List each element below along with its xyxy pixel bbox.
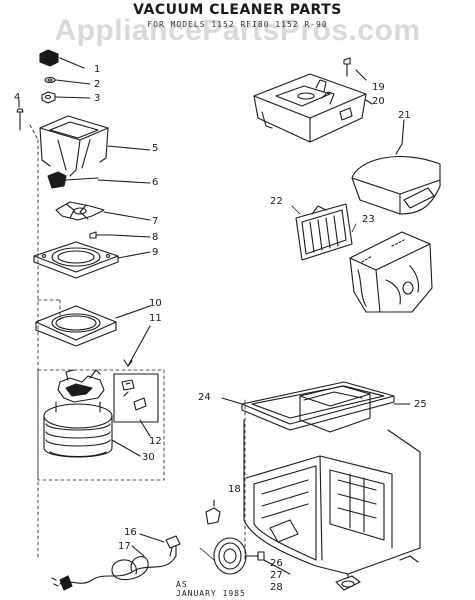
part-wheel bbox=[213, 537, 291, 575]
callout-4: 4 bbox=[14, 92, 21, 103]
part-plug bbox=[139, 533, 181, 557]
callout-16: 16 bbox=[124, 527, 137, 538]
callout-10: 10 bbox=[149, 298, 162, 309]
callout-30: 30 bbox=[142, 452, 155, 463]
callout-19: 19 bbox=[372, 82, 385, 93]
diagram-subtitle: FOR MODELS 1152 RFI80 1152 R-90 bbox=[147, 20, 328, 29]
part-body-gasket bbox=[221, 381, 411, 433]
part-fan-hub bbox=[47, 171, 151, 189]
part-cover bbox=[351, 119, 441, 215]
part-screw bbox=[89, 231, 151, 239]
watermark: AppliancePartsPros.com bbox=[54, 14, 421, 47]
part-cap bbox=[39, 49, 85, 69]
callout-28: 28 bbox=[270, 582, 283, 593]
part-caster bbox=[335, 573, 361, 591]
callout-27: 27 bbox=[270, 570, 283, 581]
footer-code: AS bbox=[176, 580, 188, 589]
callout-3: 3 bbox=[94, 93, 101, 104]
callout-21: 21 bbox=[398, 110, 411, 121]
callout-22: 22 bbox=[270, 196, 283, 207]
callout-20: 20 bbox=[372, 96, 385, 107]
part-nut bbox=[41, 91, 91, 104]
callout-2: 2 bbox=[94, 79, 101, 90]
callout-17: 17 bbox=[118, 541, 131, 552]
part-motor-group-box bbox=[37, 325, 165, 481]
callout-leader-lines bbox=[199, 205, 357, 561]
part-filter-panel bbox=[295, 203, 353, 261]
callout-8: 8 bbox=[152, 232, 159, 243]
part-top-screw bbox=[343, 57, 367, 81]
callout-5: 5 bbox=[152, 143, 159, 154]
part-bolt bbox=[16, 99, 24, 131]
callout-25: 25 bbox=[414, 399, 427, 410]
part-motor-bracket bbox=[39, 115, 151, 177]
diagram-title: VACUUM CLEANER PARTS bbox=[133, 2, 342, 18]
callout-1: 1 bbox=[94, 64, 101, 75]
part-main-body bbox=[243, 419, 421, 575]
part-washer bbox=[44, 76, 91, 85]
part-fan bbox=[55, 201, 151, 221]
part-fan-housing bbox=[33, 241, 151, 279]
callout-23: 23 bbox=[362, 214, 375, 225]
footer-date: JANUARY 1985 bbox=[176, 589, 246, 598]
diagram-footer: AS JANUARY 1985 bbox=[176, 580, 246, 598]
part-brushes bbox=[121, 379, 151, 437]
part-filter-plug bbox=[205, 499, 221, 525]
callout-6: 6 bbox=[152, 177, 159, 188]
callout-24: 24 bbox=[198, 392, 211, 403]
callout-7: 7 bbox=[152, 216, 159, 227]
callout-11: 11 bbox=[149, 313, 162, 324]
callout-26: 26 bbox=[270, 558, 283, 569]
callout-12: 12 bbox=[149, 436, 162, 447]
assembly-guide-lines bbox=[29, 124, 246, 561]
part-top-housing bbox=[253, 73, 373, 143]
callout-9: 9 bbox=[152, 247, 159, 258]
part-motor bbox=[43, 369, 141, 458]
part-dust-bag bbox=[349, 231, 433, 313]
callout-18: 18 bbox=[228, 484, 241, 495]
part-power-cord bbox=[51, 545, 177, 591]
part-gasket bbox=[35, 305, 151, 347]
